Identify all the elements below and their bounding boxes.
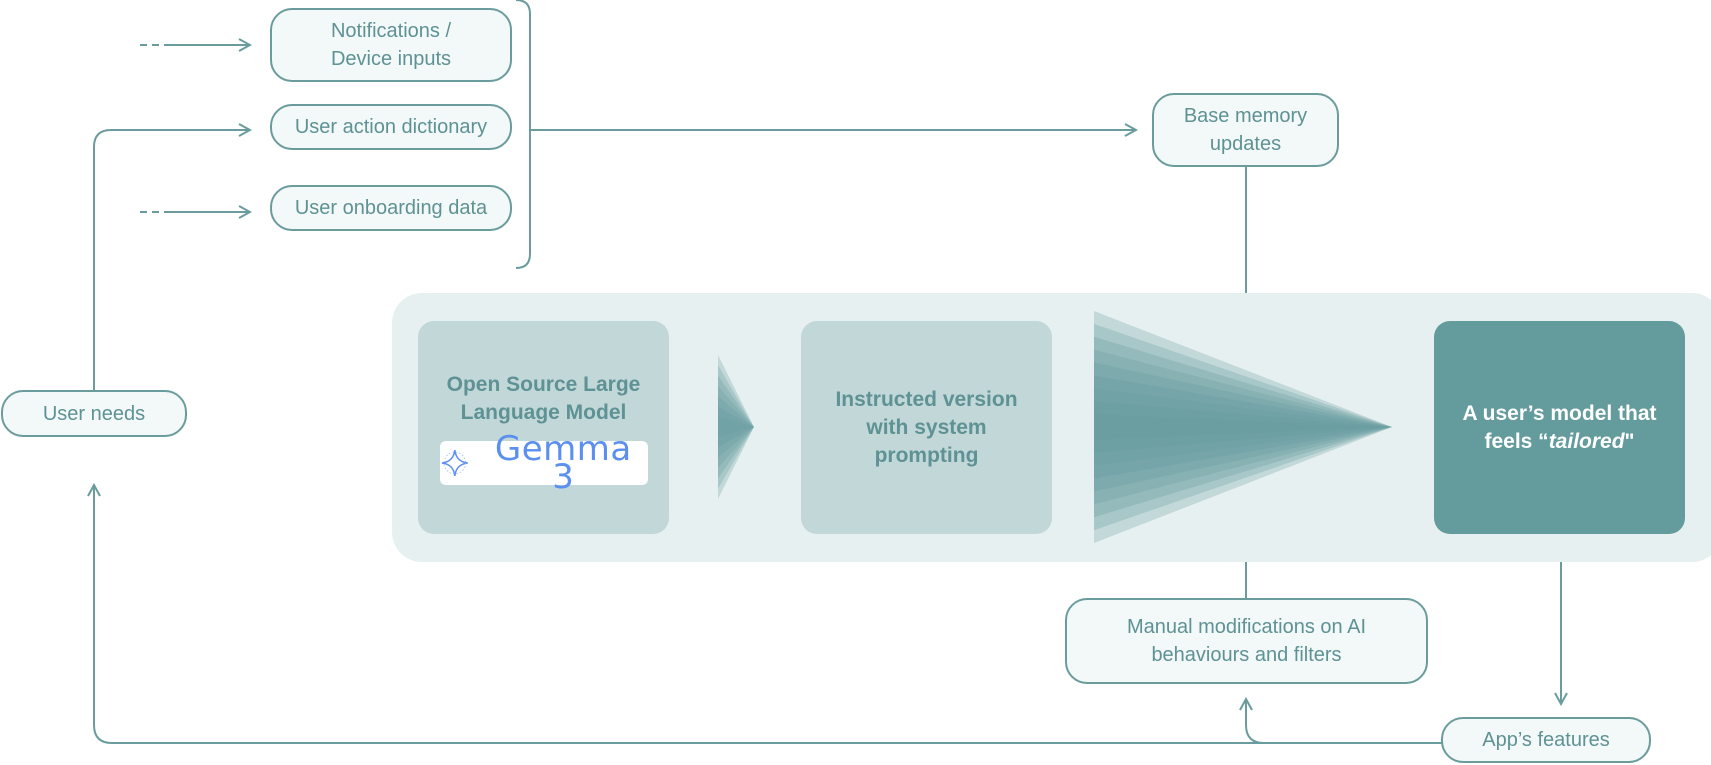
tailored-prefix: feels “: [1484, 429, 1549, 453]
llm-title-line-2: Language Model: [460, 400, 627, 424]
funnel-layer: [1094, 375, 1392, 479]
user-action-dictionary-box: User action dictionary: [270, 104, 512, 150]
manual-modifications-box: Manual modifications on AI behaviours an…: [1065, 598, 1428, 684]
funnel-layer: [1094, 336, 1392, 518]
instructed-line-1: Instructed version: [835, 387, 1018, 411]
funnel-layer: [718, 396, 754, 458]
user-action-dictionary-label: User action dictionary: [294, 116, 488, 138]
notifications-line-1: Notifications /: [330, 20, 452, 42]
tailored-model-card: A user’s model that feels “tailored": [1434, 321, 1685, 534]
small-funnel-icon: [718, 355, 754, 499]
tailored-line-2: feels “tailored": [1484, 428, 1634, 456]
funnel-layer: [718, 385, 754, 469]
gemma-logo: Gemma 3: [439, 432, 648, 494]
funnel-layer: [1094, 401, 1392, 453]
instructed-version-card: Instructed version with system prompting: [801, 321, 1052, 534]
funnel-layer: [718, 406, 754, 448]
gemma-logo-text: Gemma 3: [494, 428, 632, 497]
user-onboarding-data-label: User onboarding data: [294, 197, 488, 219]
funnel-layer: [1094, 362, 1392, 492]
base-memory-line-1: Base memory: [1183, 105, 1308, 127]
instructed-line-3: prompting: [874, 443, 979, 467]
sparkle-icon: [441, 449, 468, 476]
manual-line-1: Manual modifications on AI: [1126, 616, 1367, 638]
tailored-line-1: A user’s model that: [1462, 401, 1657, 425]
app-features-box: App’s features: [1441, 717, 1651, 763]
funnel-layer: [718, 416, 754, 438]
funnel-layer: [1094, 323, 1392, 531]
funnel-layer: [718, 355, 754, 499]
user-needs-box: User needs: [1, 390, 187, 437]
notifications-line-2: Device inputs: [330, 48, 452, 70]
funnel-layer: [718, 365, 754, 489]
user-onboarding-data-box: User onboarding data: [270, 185, 512, 231]
user-needs-label: User needs: [42, 402, 146, 425]
manual-line-2: behaviours and filters: [1151, 644, 1342, 666]
instructed-line-2: with system: [866, 415, 987, 439]
base-memory-line-2: updates: [1209, 133, 1282, 155]
arrow-app-features-to-manual: [1246, 699, 1442, 744]
funnel-layer: [1094, 388, 1392, 466]
inputs-bracket: [515, 0, 531, 269]
funnel-layer: [718, 375, 754, 479]
funnel-layer: [1094, 414, 1392, 440]
tailored-suffix: ": [1624, 429, 1635, 453]
large-funnel-icon: [1094, 311, 1392, 543]
notifications-device-inputs-box: Notifications / Device inputs: [270, 8, 512, 82]
arrow-loop-to-user-needs: [94, 485, 1264, 744]
arrow-user-needs-to-dictionary: [93, 130, 250, 390]
funnel-layer: [1094, 311, 1392, 543]
app-features-label: App’s features: [1482, 729, 1610, 751]
open-source-llm-card: Open Source Large Language Model Gemma 3: [418, 321, 669, 534]
funnel-layer: [1094, 349, 1392, 505]
tailored-emphasis: tailored: [1548, 429, 1625, 453]
llm-title-line-1: Open Source Large: [446, 372, 641, 396]
base-memory-updates-box: Base memory updates: [1152, 93, 1339, 167]
